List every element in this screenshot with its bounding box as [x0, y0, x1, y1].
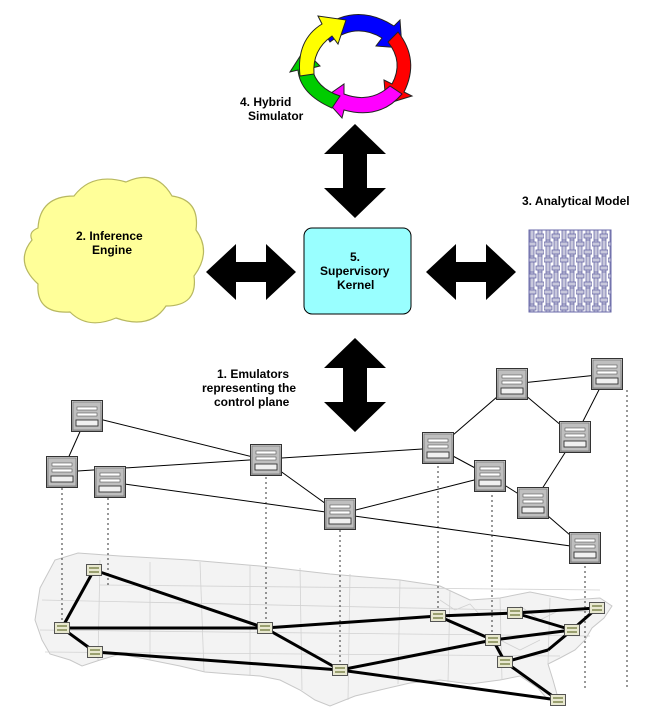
router-box-icon: [485, 634, 501, 646]
server-icon: [422, 432, 454, 464]
router-box-icon: [564, 624, 580, 636]
server-icon: [46, 456, 78, 488]
supervisory-kernel-box: [303, 227, 412, 315]
server-icon: [559, 421, 591, 453]
double-arrow-down: [324, 338, 386, 432]
emulators-label-line1: 1. Emulators: [217, 367, 289, 381]
router-box-icon: [332, 664, 348, 676]
hybrid-simulator-label-line1: 4. Hybrid: [240, 95, 291, 109]
server-icon: [474, 460, 506, 492]
server-icon: [496, 368, 528, 400]
kernel-label-line3: Kernel: [337, 278, 374, 292]
router-box-icon: [550, 694, 566, 706]
router-box-icon: [507, 607, 523, 619]
kernel-label-line2: Supervisory: [320, 264, 390, 278]
server-icon: [94, 466, 126, 498]
control-plane-servers: [46, 358, 623, 564]
double-arrow-right: [426, 244, 516, 300]
server-icon: [250, 444, 282, 476]
cloud-shape: [23, 176, 205, 324]
physical-network-links: [60, 568, 598, 702]
router-box-icon: [87, 646, 103, 658]
server-icon: [591, 358, 623, 390]
server-icon: [324, 498, 356, 530]
analytical-model-label: 3. Analytical Model: [522, 194, 630, 208]
emulators-label-line3: control plane: [214, 395, 290, 409]
inference-engine-label-line2: Engine: [92, 243, 132, 257]
router-box-icon: [54, 622, 70, 634]
router-box-icon: [257, 622, 273, 634]
emulators-label-line2: representing the: [202, 381, 296, 395]
router-box-icon: [589, 602, 605, 614]
server-icon: [517, 487, 549, 519]
double-arrow-left: [206, 244, 296, 300]
double-arrow-up: [324, 124, 386, 218]
inference-engine-label-line1: 2. Inference: [76, 229, 143, 243]
router-box-icon: [430, 610, 446, 622]
hybrid-simulator-label-line2: Simulator: [248, 109, 304, 123]
server-icon: [569, 532, 601, 564]
woven-grid-icon: [528, 229, 612, 313]
router-box-icon: [497, 656, 513, 668]
kernel-label-line1: 5.: [350, 250, 360, 264]
server-icon: [71, 400, 103, 432]
cycle-arrows-icon: [288, 14, 414, 120]
drop-lines: [61, 390, 628, 690]
us-map: [34, 552, 613, 707]
router-box-icon: [86, 564, 102, 576]
